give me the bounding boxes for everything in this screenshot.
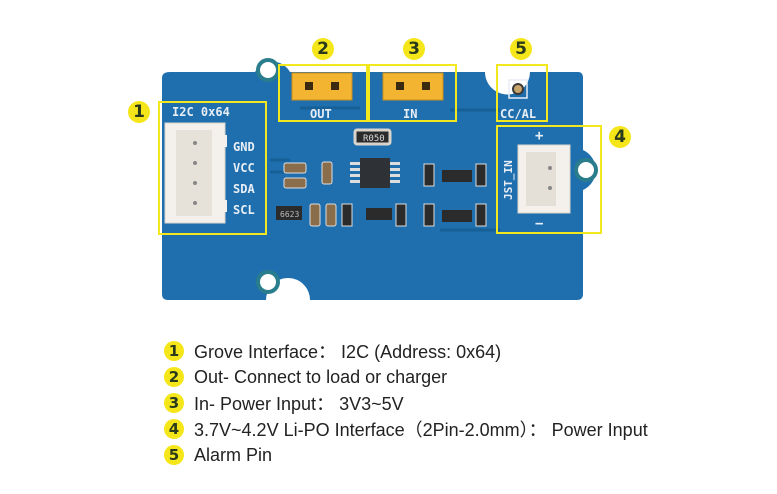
callout-badge-2: 2	[312, 38, 334, 60]
legend-item: 1 Grove Interface： I2C (Address: 0x64)	[164, 338, 648, 364]
jst-plus-silk: +	[535, 128, 543, 144]
in-silk: IN	[403, 107, 417, 121]
legend-badge: 4	[164, 419, 184, 439]
legend: 1 Grove Interface： I2C (Address: 0x64) 2…	[164, 338, 648, 468]
legend-item: 4 3.7V~4.2V Li-PO Interface（2Pin-2.0mm）：…	[164, 416, 648, 442]
highlight-box-1	[158, 101, 267, 235]
svg-text:6623: 6623	[280, 210, 299, 219]
jst-minus-silk: −	[535, 216, 543, 232]
legend-badge: 1	[164, 341, 184, 361]
legend-badge: 3	[164, 393, 184, 413]
legend-text: In- Power Input： 3V3~5V	[194, 394, 404, 414]
alarm-pad	[512, 83, 524, 95]
legend-badge: 2	[164, 367, 184, 387]
callout-badge-1: 1	[128, 101, 150, 123]
callout-badge-5: 5	[510, 38, 532, 60]
jst-connector	[517, 144, 571, 214]
highlight-box-4	[496, 125, 602, 234]
legend-text: Grove Interface： I2C (Address: 0x64)	[194, 342, 502, 362]
jst-silk: JST_IN	[502, 160, 515, 200]
legend-item: 2 Out- Connect to load or charger	[164, 364, 648, 390]
legend-text: 3.7V~4.2V Li-PO Interface（2Pin-2.0mm）： P…	[194, 420, 648, 440]
legend-item: 5 Alarm Pin	[164, 442, 648, 468]
callout-badge-4: 4	[609, 126, 631, 148]
pin-sda-silk: SDA	[233, 182, 255, 196]
i2c-address-silk: I2C 0x64	[172, 105, 230, 119]
callout-badge-3: 3	[403, 38, 425, 60]
pin-scl-silk: SCL	[233, 203, 255, 217]
highlight-box-3	[368, 64, 457, 122]
grove-connector	[164, 122, 227, 224]
smd-components: R050 6623	[276, 128, 487, 227]
in-header	[382, 72, 444, 101]
legend-badge: 5	[164, 445, 184, 465]
out-silk: OUT	[310, 107, 332, 121]
pin-vcc-silk: VCC	[233, 161, 255, 175]
pcb-board-image: I2C 0x64 GND VCC SDA SCL OUT IN CC/AL + …	[158, 58, 602, 300]
legend-text: Out- Connect to load or charger	[194, 366, 448, 387]
highlight-box-5	[496, 64, 548, 122]
ccal-silk: CC/AL	[500, 107, 536, 121]
highlight-box-2	[278, 64, 368, 122]
out-header	[291, 72, 353, 101]
pin-gnd-silk: GND	[233, 140, 255, 154]
svg-text:R050: R050	[363, 134, 385, 144]
legend-text: Alarm Pin	[194, 444, 273, 465]
legend-item: 3 In- Power Input： 3V3~5V	[164, 390, 648, 416]
